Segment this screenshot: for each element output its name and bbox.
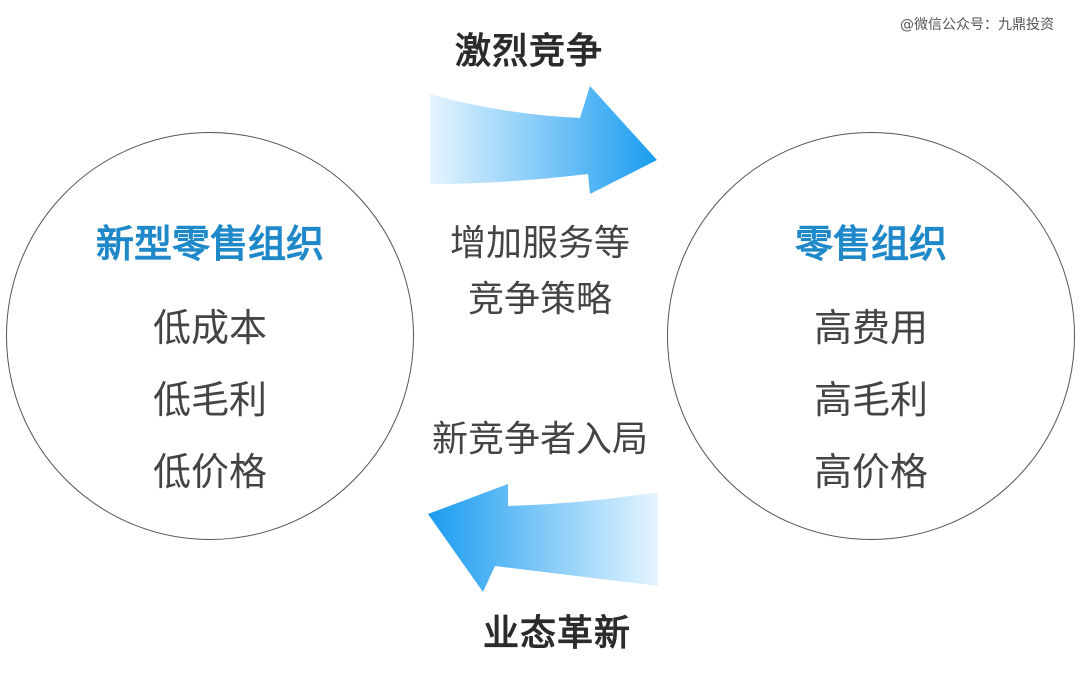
left-circle-item-3: 低价格 <box>152 450 267 494</box>
left-circle-title: 新型零售组织 <box>95 222 324 266</box>
bottom-label: 业态革新 <box>483 613 632 654</box>
right-circle-item-1: 高费用 <box>813 306 928 350</box>
watermark: @微信公众号：九鼎投资 <box>900 17 1054 33</box>
left-circle-item-1: 低成本 <box>152 306 267 350</box>
right-circle-item-3: 高价格 <box>813 450 928 494</box>
right-circle: 零售组织 高费用 高毛利 高价格 <box>667 132 1075 540</box>
middle-top-line-1: 增加服务等 <box>449 223 630 264</box>
middle-top-text: 增加服务等 竞争策略 <box>420 216 660 328</box>
left-circle-item-2: 低毛利 <box>152 378 267 422</box>
middle-bottom-text: 新竞争者入局 <box>431 419 648 460</box>
top-label: 激烈竞争 <box>455 31 604 72</box>
left-circle: 新型零售组织 低成本 低毛利 低价格 <box>6 132 414 540</box>
right-arrow-icon <box>430 86 657 194</box>
right-circle-item-2: 高毛利 <box>813 378 928 422</box>
middle-top-line-2: 竞争策略 <box>467 279 612 320</box>
right-circle-title: 零售组织 <box>794 222 947 266</box>
left-arrow-icon <box>428 484 658 592</box>
